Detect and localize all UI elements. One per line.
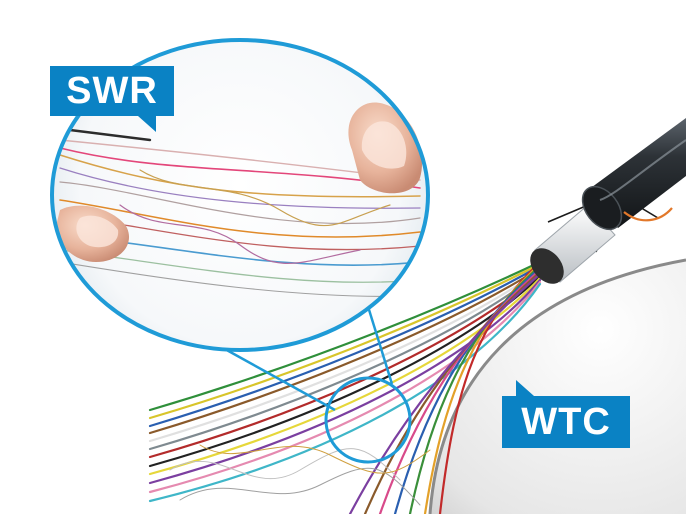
magnifier-connector	[213, 299, 394, 412]
fiber-bundle	[148, 260, 542, 514]
cable-jacket	[581, 118, 686, 231]
swr-label-text: SWR	[66, 70, 158, 112]
fingernail-bottom	[76, 215, 119, 248]
fingernail-top	[361, 121, 407, 169]
wtc-label: WTC	[502, 380, 630, 448]
wtc-label-pointer	[516, 380, 534, 396]
zoom-target-circle	[324, 376, 412, 464]
ripcord	[623, 207, 673, 222]
swr-label: SWR	[50, 66, 174, 132]
fingers	[56, 102, 423, 262]
magnifier-ring	[50, 38, 430, 352]
swr-label-pointer	[138, 116, 156, 132]
wtc-label-text: WTC	[521, 401, 611, 443]
